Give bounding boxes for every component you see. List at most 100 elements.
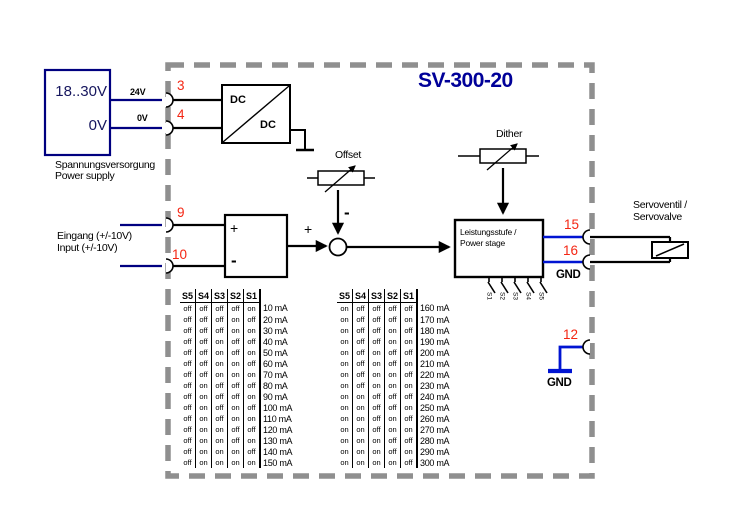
table-header-cell: S5: [180, 289, 196, 303]
switch-state-cell: off: [227, 391, 244, 402]
switch-state-cell: off: [211, 314, 228, 325]
switch-state-cell: off: [384, 347, 401, 358]
supply-wires: [110, 98, 162, 130]
offset-label: Offset: [335, 149, 362, 161]
switch-state-cell: on: [400, 336, 418, 347]
switch-state-cell: on: [211, 358, 228, 369]
current-value-cell: 280 mA: [420, 435, 450, 446]
current-value-cell: 300 mA: [420, 457, 450, 468]
switch-state-cell: off: [195, 369, 212, 380]
switch-state-cell: on: [337, 369, 353, 380]
power-supply-label-de: Spannungsversorgung: [55, 159, 155, 171]
switch-state-cell: off: [368, 424, 385, 435]
switch-state-cell: off: [352, 336, 369, 347]
output-wires-internal: [543, 235, 586, 264]
table-header-cell: S1: [400, 289, 418, 303]
switch-state-cell: off: [384, 391, 401, 402]
switch-state-cell: on: [195, 446, 212, 457]
switch-state-cell: off: [400, 435, 418, 446]
switch-state-cell: on: [337, 424, 353, 435]
switch-state-cell: on: [400, 402, 418, 413]
switch-state-cell: off: [180, 435, 196, 446]
switch-label-s4: S4: [525, 292, 532, 300]
pin-15-connector: [582, 229, 591, 245]
current-value-cell: 250 mA: [420, 402, 450, 413]
table-header-cell: S2: [384, 289, 401, 303]
signal-ground-wire: [548, 345, 584, 374]
switch-state-cell: on: [368, 446, 385, 457]
switch-state-cell: on: [352, 457, 369, 468]
pin-4-connector: [165, 120, 174, 136]
switch-state-cell: on: [352, 413, 369, 424]
switch-state-cell: on: [400, 314, 418, 325]
switch-state-cell: off: [368, 302, 385, 314]
switch-state-cell: on: [337, 347, 353, 358]
switch-state-cell: on: [352, 424, 369, 435]
dcdc-input-wires: [173, 98, 222, 130]
switch-state-cell: on: [352, 402, 369, 413]
amplifier-plus-sign: +: [230, 220, 239, 236]
table-header-cell: S2: [227, 289, 244, 303]
pin-number-15: 15: [564, 217, 580, 232]
table-header-cell: [260, 289, 296, 303]
table-header-cell: S4: [195, 289, 212, 303]
current-value-cell: 20 mA: [263, 314, 288, 325]
current-value-cell: 100 mA: [263, 402, 293, 413]
switch-state-cell: off: [180, 380, 196, 391]
switch-state-cell: on: [352, 446, 369, 457]
pin-number-9: 9: [177, 205, 185, 220]
table-header-cell: S5: [337, 289, 353, 303]
switch-state-cell: off: [400, 369, 418, 380]
switch-state-cell: off: [384, 358, 401, 369]
switch-state-cell: off: [368, 391, 385, 402]
summing-minus-sign: -: [344, 203, 350, 222]
switch-state-cell: on: [337, 325, 353, 336]
switch-state-cell: on: [211, 369, 228, 380]
amplifier-minus-sign: -: [231, 251, 237, 270]
current-value-cell: 90 mA: [263, 391, 288, 402]
current-value-cell: 210 mA: [420, 358, 450, 369]
switch-state-cell: on: [211, 424, 228, 435]
switch-state-cell: on: [337, 314, 353, 325]
dcdc-label-top: DC: [230, 94, 246, 106]
switch-state-cell: off: [384, 302, 401, 314]
switch-state-cell: off: [352, 325, 369, 336]
switch-state-cell: on: [337, 402, 353, 413]
switch-state-cell: on: [195, 435, 212, 446]
supply-zero-volt: 0V: [88, 117, 107, 134]
servovalve-label-de: Servoventil /: [633, 199, 687, 211]
pin-3-connector: [165, 92, 174, 108]
switch-state-cell: off: [211, 391, 228, 402]
switch-state-cell: off: [180, 347, 196, 358]
switch-state-cell: on: [337, 336, 353, 347]
switch-state-cell: on: [384, 369, 401, 380]
switch-state-cell: off: [400, 302, 418, 314]
dcdc-converter-box: [221, 84, 314, 152]
switch-state-cell: on: [337, 457, 353, 468]
switch-state-cell: off: [227, 435, 244, 446]
switch-state-cell: on: [211, 457, 228, 468]
signal-gnd-label: GND: [547, 377, 572, 389]
switch-state-cell: off: [195, 314, 212, 325]
dcdc-label-bottom: DC: [260, 119, 276, 131]
current-value-cell: 230 mA: [420, 380, 450, 391]
wire-label-0v: 0V: [137, 113, 148, 123]
current-value-cell: 190 mA: [420, 336, 450, 347]
input-label-de: Eingang (+/-10V): [57, 230, 132, 242]
servovalve-solenoid-symbol: [651, 241, 689, 259]
current-value-cell: 60 mA: [263, 358, 288, 369]
